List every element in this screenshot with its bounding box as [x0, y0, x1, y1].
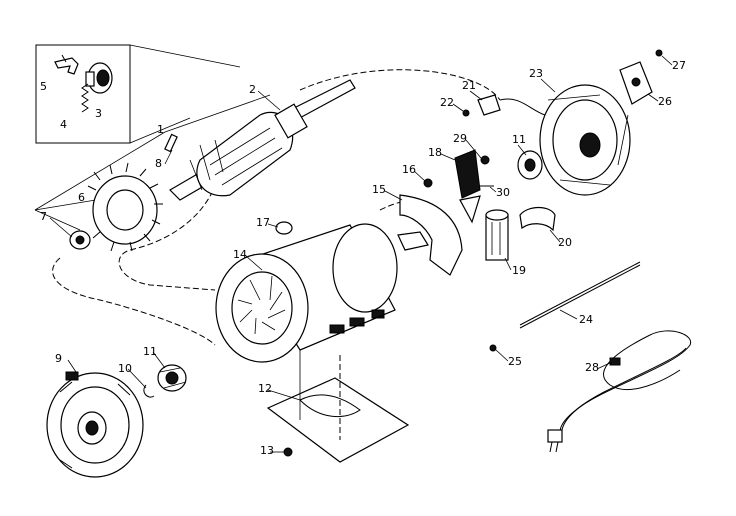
label-part-29: 29 — [453, 132, 467, 145]
label-part-17: 17 — [256, 216, 270, 229]
label-part-23: 23 — [529, 67, 543, 80]
label-part-13: 13 — [260, 444, 274, 457]
label-part-10: 10 — [118, 362, 132, 375]
key-icon — [164, 133, 178, 153]
screw-27-icon — [655, 49, 663, 57]
screw-13-icon — [283, 447, 293, 457]
label-part-26: 26 — [658, 95, 672, 108]
switch-icon — [454, 149, 481, 224]
nut-29-icon — [480, 155, 490, 165]
inset-box — [35, 44, 241, 144]
label-part-20: 20 — [558, 236, 572, 249]
through-bolt-icon — [519, 261, 641, 329]
capacitor-clamp-icon — [519, 206, 556, 232]
label-part-22: 22 — [440, 96, 454, 109]
label-part-21: 21 — [462, 79, 476, 92]
stator-housing-icon — [215, 223, 398, 363]
brush-holder-icon — [85, 62, 113, 94]
washer-icon — [69, 230, 91, 250]
fan-icon — [87, 162, 163, 252]
label-part-11b: 11 — [512, 133, 526, 146]
label-part-1: 1 — [157, 123, 164, 136]
spring-clip-icon — [275, 221, 293, 235]
label-part-16: 16 — [402, 163, 416, 176]
bearing-front-icon — [157, 364, 187, 392]
label-part-19: 19 — [512, 264, 526, 277]
nut-25-icon — [489, 344, 497, 352]
label-part-4: 4 — [60, 118, 67, 131]
label-leaders — [49, 55, 673, 453]
label-part-7: 7 — [40, 210, 47, 223]
label-part-25: 25 — [508, 355, 522, 368]
label-part-12: 12 — [258, 382, 272, 395]
clip-icon — [54, 54, 79, 75]
spring-icon — [81, 83, 89, 113]
end-bell-rear-icon — [539, 84, 631, 196]
label-part-3: 3 — [95, 107, 102, 120]
armature-shaft-icon — [169, 79, 356, 201]
screw-16-icon — [423, 178, 433, 188]
label-part-30: 30 — [496, 186, 510, 199]
switch-bracket-icon — [397, 194, 463, 276]
end-bell-front-icon — [46, 371, 144, 478]
label-part-18: 18 — [428, 146, 442, 159]
base-icon — [266, 350, 410, 463]
label-part-24: 24 — [579, 313, 593, 326]
label-part-15: 15 — [372, 183, 386, 196]
label-part-28: 28 — [585, 361, 599, 374]
label-part-27: 27 — [672, 59, 686, 72]
label-part-11a: 11 — [143, 345, 157, 358]
callout-labels: 1 2 3 4 5 6 7 8 9 10 11 11 12 13 14 15 1… — [40, 59, 686, 457]
label-part-6: 6 — [78, 191, 85, 204]
label-part-8: 8 — [155, 157, 162, 170]
screw-22-icon — [462, 109, 470, 117]
cover-plate-icon — [619, 61, 653, 105]
bearing-rear-icon — [517, 150, 543, 180]
capacitor-icon — [485, 209, 509, 261]
label-part-2: 2 — [249, 83, 256, 96]
label-part-5: 5 — [40, 80, 47, 93]
terminal-icon — [477, 94, 546, 116]
power-cord-icon — [547, 330, 692, 453]
label-part-9: 9 — [55, 352, 62, 365]
label-part-14: 14 — [233, 248, 247, 261]
